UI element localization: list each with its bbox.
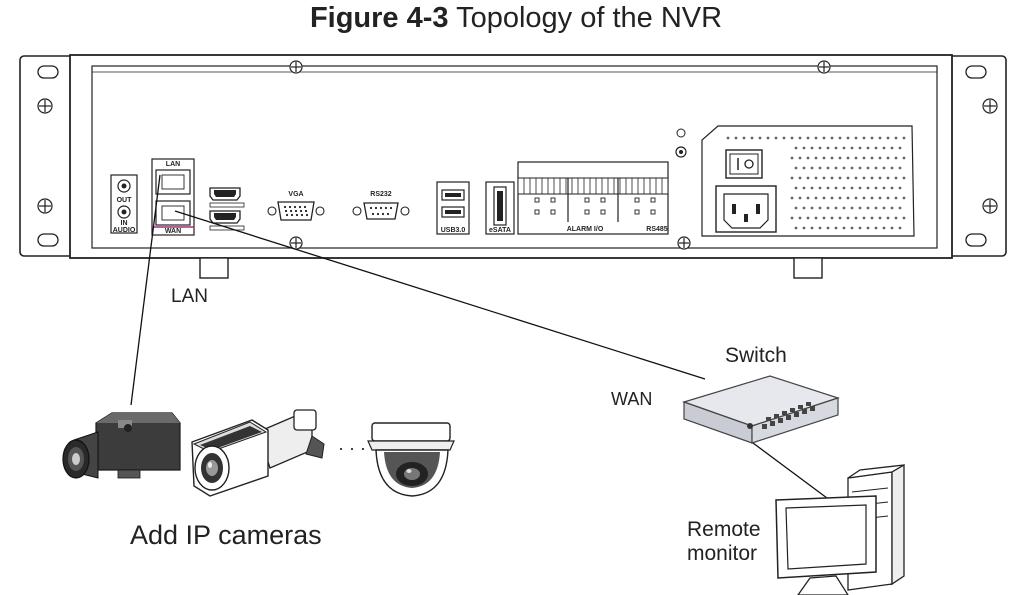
ear-slot-icon: [965, 65, 987, 79]
wan-port-label: WAN: [165, 228, 181, 235]
rs485-label: RS485: [646, 226, 668, 233]
switch-label: Switch: [725, 344, 787, 367]
lan-cable: [130, 174, 161, 406]
usb-label: USB3.0: [441, 227, 466, 234]
audio-in-label: IN: [121, 220, 128, 227]
audio-label: AUDIO: [113, 227, 136, 234]
switch-monitor-cable: [744, 436, 832, 502]
ear-slot-icon: [37, 65, 59, 79]
ear-slot-icon: [965, 233, 987, 247]
wan-link-label: WAN: [611, 389, 653, 409]
chassis-foot: [199, 257, 229, 279]
box-camera-icon: [62, 412, 181, 479]
remote-monitor-label-line2: monitor: [687, 542, 758, 565]
remote-monitor-label: Remote monitor: [687, 518, 761, 566]
figure-caption: Topology of the NVR: [456, 2, 723, 34]
chassis-foot: [793, 257, 823, 279]
esata-label: eSATA: [489, 227, 511, 234]
figure-title: Figure 4-3 Topology of the NVR: [0, 2, 1032, 35]
rs232-label: RS232: [370, 191, 392, 198]
power-supply: [701, 125, 915, 237]
ground-symbol-icon: [676, 128, 686, 138]
alarm-terminal-block: ALARM I/O RS485: [517, 161, 669, 235]
lan-port-label: LAN: [166, 161, 180, 168]
screw-icon: [37, 60, 998, 250]
connection-lines: [130, 174, 832, 502]
wan-cable: [174, 210, 706, 380]
remote-monitor-label-line1: Remote: [687, 518, 761, 541]
nvr-rear-panel: OUT IN AUDIO LAN WAN VGA: [19, 54, 1007, 279]
remote-monitor-icon: [775, 463, 905, 595]
alarm-io-label: ALARM I/O: [567, 226, 604, 233]
figure-number: Figure 4-3: [309, 2, 449, 34]
lan-port: [155, 169, 191, 195]
lan-link-label: LAN: [171, 286, 208, 307]
bullet-camera-icon: [191, 409, 325, 497]
cameras-label: Add IP cameras: [130, 520, 322, 550]
network-switch-icon: [682, 375, 840, 444]
audio-block: [110, 174, 138, 234]
wan-port: [155, 200, 191, 226]
vga-label: VGA: [288, 191, 303, 198]
left-rack-ear: [19, 55, 77, 257]
vga-port: [267, 201, 325, 221]
dome-camera-icon: [367, 422, 455, 497]
audio-out-label: OUT: [117, 197, 133, 204]
right-rack-ear: [943, 55, 1007, 257]
rs232-port: [352, 202, 410, 220]
ear-slot-icon: [37, 233, 59, 247]
cameras-ellipsis: · · · ·: [338, 438, 377, 458]
